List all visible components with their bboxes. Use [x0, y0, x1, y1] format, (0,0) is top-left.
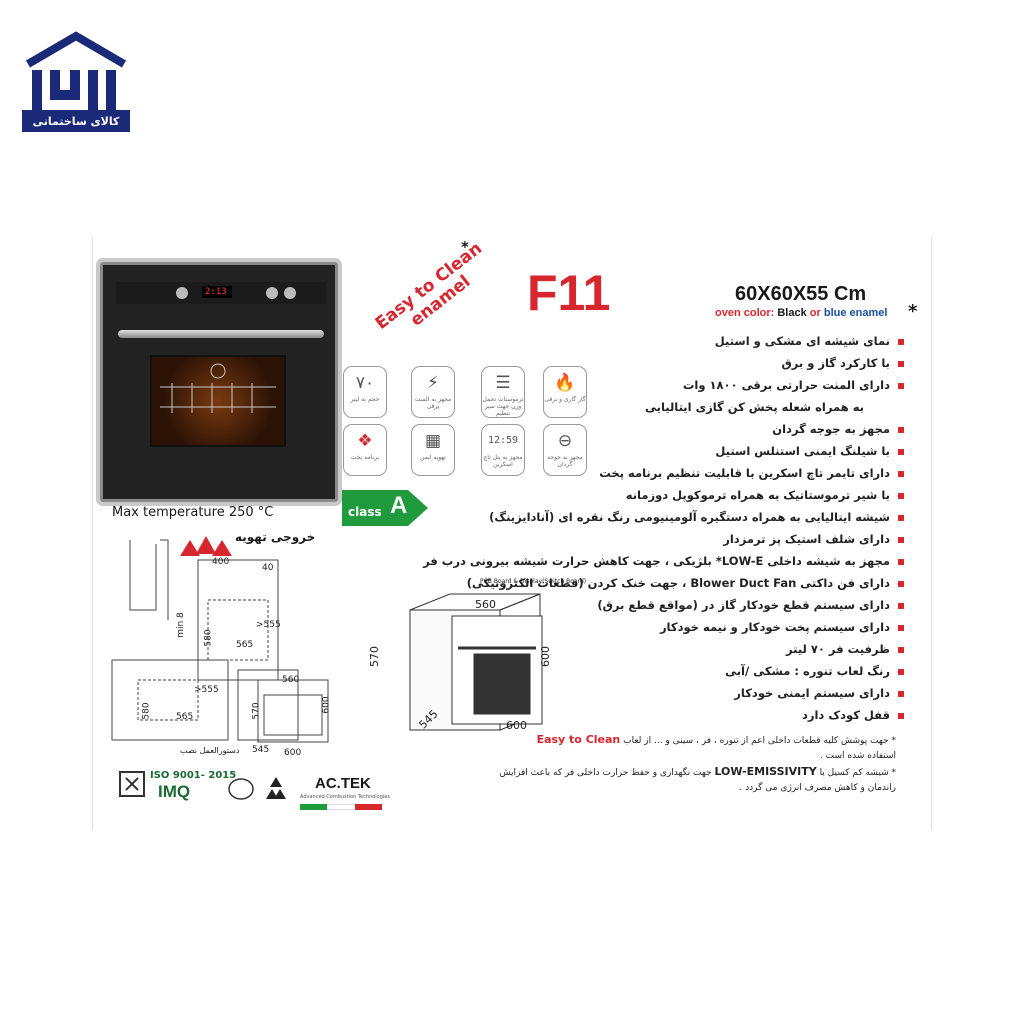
capacity-70-icon: ۷۰ حجم به لیتر	[343, 366, 387, 418]
dimensions: 60X60X55 Cm	[735, 283, 867, 305]
installation-label: دستورالعمل نصب	[180, 746, 240, 755]
dim-label: 565	[176, 712, 194, 722]
feature-item: دارای سیستم قطع خودکار گاز در (مواقع قطع…	[434, 594, 904, 616]
dim-label: 570	[251, 702, 262, 720]
rotisserie-caption: مجهز به جوجه گردان	[547, 454, 583, 468]
feature-item: دارای فن داکتی Blower Duct Fan ، جهت خنک…	[434, 572, 904, 594]
dim-label: 580	[141, 702, 152, 720]
gas-electric-icon: 🔥 گاز گازی و برقی	[543, 366, 587, 418]
feature-item: دارای سیستم پخت خودکار و نیمه خودکار	[434, 616, 904, 638]
capacity-caption: حجم به لیتر	[350, 396, 380, 403]
feature-item: دارای تایمر تاچ اسکرین با قابلیت تنظیم ب…	[434, 462, 904, 484]
dim-label: 600	[321, 696, 332, 714]
feature-item: قفل کودک دارد	[434, 704, 904, 726]
installation-diagram	[111, 539, 329, 743]
seal-icon	[228, 778, 254, 800]
dim-label: 580	[203, 629, 214, 647]
oven-handle	[118, 330, 324, 338]
oven-control-panel	[116, 282, 326, 304]
asterisk: *	[908, 301, 918, 322]
feature-item: با شیلنگ ایمنی استنلس استیل	[434, 440, 904, 462]
color-label: oven color:	[715, 307, 775, 319]
feature-item: نمای شیشه ای مشکی و استیل	[434, 330, 904, 352]
footnotes: * جهت پوشش کلیه قطعات داخلی اعم از تنوره…	[496, 732, 896, 796]
feature-item: با کارکرد گاز و برق	[434, 352, 904, 374]
programs-caption: برنامه پخت	[350, 454, 380, 461]
feature-item-continued: به همراه شعله پخش کن گازی ایتالیایی	[645, 400, 864, 414]
dim-label: 560	[282, 675, 300, 685]
rotisserie-icon: ⊖ مجهز به جوجه گردان	[543, 424, 587, 476]
feature-item: ظرفیت فر ۷۰ لیتر	[434, 638, 904, 660]
color-blue: blue enamel	[823, 307, 888, 319]
feature-item: با شیر ترموستاتیک به همراه ترموکوپل دوزم…	[434, 484, 904, 506]
thermostat-icon: ☰ ترموستات تحمل وزن جهت سیر تنظیم	[481, 366, 525, 418]
energy-class-value: A	[390, 492, 408, 519]
logo-text: کالای ساختمانی	[22, 110, 130, 132]
standard-mark-icon	[119, 771, 145, 797]
programs-glyph: ❖	[357, 431, 373, 451]
feature-item: مجهز به شیشه داخلی LOW-E* بلژیکی ، جهت ک…	[423, 550, 904, 572]
italian-flag-stripe	[300, 804, 382, 810]
electric-element-caption: مجهز به المنت برقی	[414, 396, 452, 410]
safety-icon: ▦ تهویه ایمن	[411, 424, 455, 476]
energy-class-label: class	[348, 505, 382, 519]
timer-glyph: 12:59	[487, 435, 519, 446]
feature-item: دارای المنت حرارتی برقی ۱۸۰۰ وات	[434, 374, 904, 396]
electric-element-icon: ⚡ مجهز به المنت برقی	[411, 366, 455, 418]
capacity-glyph: ۷۰	[355, 373, 375, 393]
feature-item: مجهز به جوجه گردان	[434, 418, 904, 440]
vent-outlet-label: خروجی تهویه	[235, 530, 316, 544]
safety-caption: تهویه ایمن	[420, 454, 446, 461]
dim-label: 600	[284, 748, 302, 758]
iso-cert: ISO 9001- 2015	[150, 770, 237, 781]
catalog-card	[92, 238, 932, 830]
dim-label: 565	[236, 640, 254, 650]
oven-display: 2:13	[205, 287, 227, 297]
dim-left: 570	[368, 646, 381, 667]
brand-logo	[25, 31, 127, 116]
dim-label: 40	[262, 563, 274, 573]
oven-window	[150, 355, 286, 447]
programs-icon: ❖ برنامه پخت	[343, 424, 387, 476]
actek-logo: AC.TEK	[315, 775, 371, 792]
electric-element-glyph: ⚡	[427, 373, 439, 393]
feature-list: نمای شیشه ای مشکی و استیل با کارکرد گاز …	[423, 330, 904, 726]
imq-cert: IMQ	[158, 782, 191, 801]
dim-label: >555	[256, 620, 281, 630]
recycle-icon	[266, 777, 286, 799]
oven-color: oven color: Black or blue enamel	[715, 307, 887, 319]
color-black: Black	[777, 307, 807, 319]
asterisk: *	[461, 238, 469, 256]
gas-electric-caption: گاز گازی و برقی	[544, 396, 586, 403]
dim-bottom: 600	[506, 719, 527, 732]
dim-label: min 8	[175, 612, 186, 638]
footnote-2: * شیشه کم کسیل یا LOW-EMISSIVITY جهت نگه…	[499, 765, 896, 793]
energy-class-badge	[342, 490, 428, 526]
feature-item: دارای سیستم ایمنی خودکار	[434, 682, 904, 704]
max-temperature: Max temperature 250 °C	[112, 505, 274, 520]
feature-item: شیشه ایتالیایی به همراه دستگیره آلومینیو…	[434, 506, 904, 528]
gas-electric-glyph: 🔥	[554, 373, 576, 393]
oven-dimension-drawing	[409, 593, 543, 731]
footnote-1: * جهت پوشش کلیه قطعات داخلی اعم از تنوره…	[536, 733, 896, 761]
timer-icon: 12:59 مجهز به پنل تاچ اسکرین	[481, 424, 525, 476]
feature-item: رنگ لعاب تنوره : مشکی /آبی	[434, 660, 904, 682]
vent-arrows-icon	[180, 536, 232, 556]
color-or: or	[809, 307, 821, 319]
rotisserie-glyph: ⊖	[557, 431, 573, 451]
model-name: F11	[527, 265, 611, 321]
dim-top: 560	[475, 598, 496, 611]
dim-label: >555	[194, 685, 219, 695]
feature-item: دارای شلف استیک پز ترمزدار	[434, 528, 904, 550]
safety-glyph: ▦	[424, 431, 442, 451]
dim-label: 545	[252, 745, 270, 755]
actek-tagline: Advanced Combustion Technologies	[300, 794, 390, 800]
thermostat-glyph: ☰	[495, 373, 511, 393]
timer-caption: مجهز به پنل تاچ اسکرین	[483, 454, 523, 468]
pcb-label: PCB Board & Display(Switch Board)	[480, 578, 587, 585]
dim-right: 600	[539, 646, 552, 667]
thermostat-caption: ترموستات تحمل وزن جهت سیر تنظیم	[482, 396, 524, 417]
dim-label: 400	[212, 557, 230, 567]
